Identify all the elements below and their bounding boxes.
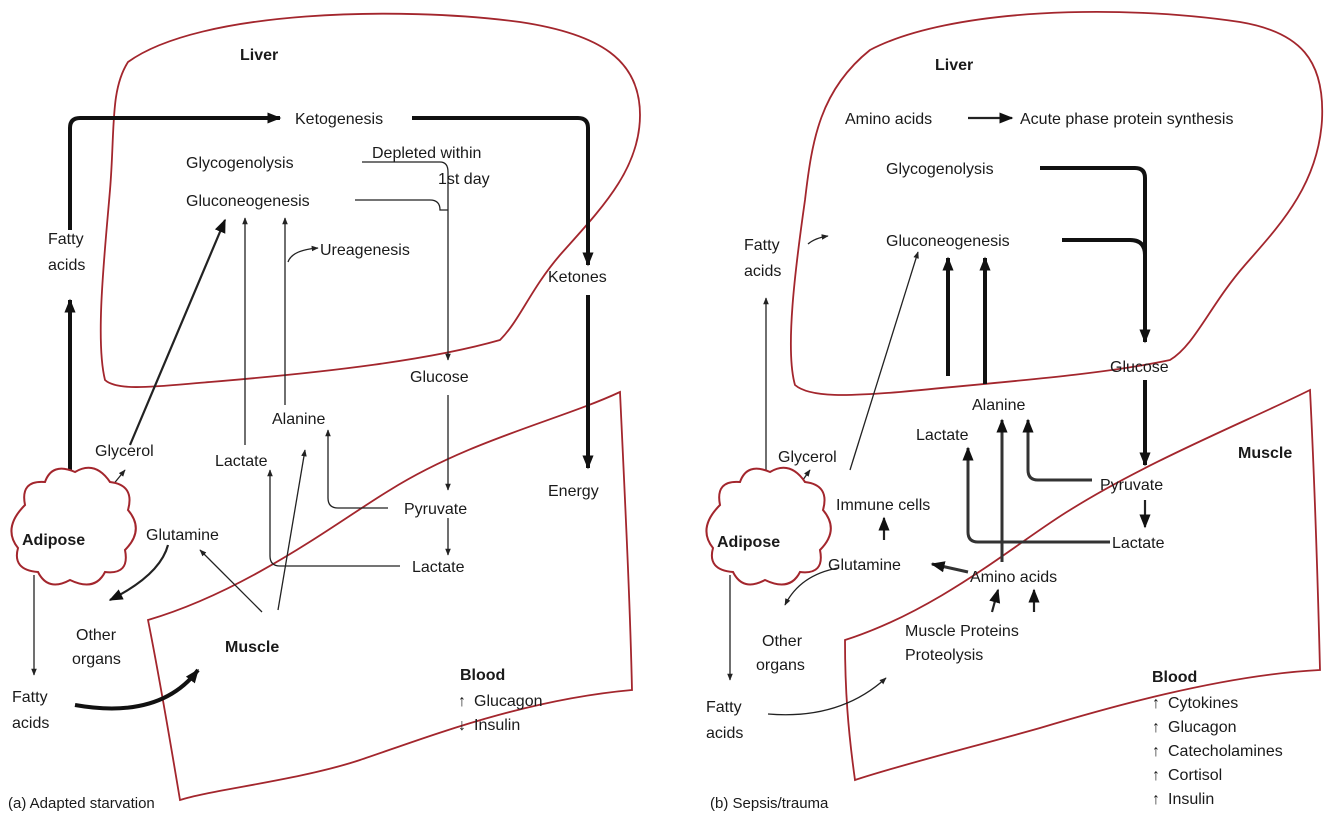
- bottom-fatty-label-b-2: acids: [706, 725, 743, 742]
- other-organs-label-b-1: Other: [762, 633, 803, 650]
- blood-label-a: Blood: [460, 667, 505, 684]
- lactate-left-label-a: Lactate: [215, 453, 268, 470]
- gluconeogenesis-label-a: Gluconeogenesis: [186, 193, 310, 210]
- arrow-lactate-to-lactate: [270, 470, 400, 566]
- muscle-label-b: Muscle: [1238, 445, 1292, 462]
- fatty-acids-label-a-1: Fatty: [48, 231, 84, 248]
- glutamine-label-a: Glutamine: [146, 527, 219, 544]
- glycogenolysis-label-b: Glycogenolysis: [886, 161, 994, 178]
- liver-label-a: Liver: [240, 47, 278, 64]
- blood-up-arrow-a: ↑: [458, 693, 466, 710]
- arrow-fatty-into-liver-b: [808, 236, 828, 244]
- amino-acids-label-b: Amino acids: [970, 569, 1057, 586]
- arrow-glycogenolysis-line: [362, 162, 448, 360]
- immune-cells-label: Immune cells: [836, 497, 930, 514]
- fatty-acids-label-b-1: Fatty: [744, 237, 780, 254]
- arrow-fatty-to-ketogenesis: [70, 118, 280, 230]
- alanine-label-a: Alanine: [272, 411, 325, 428]
- ketogenesis-label: Ketogenesis: [295, 111, 383, 128]
- arrow-fatty-to-muscle: [75, 670, 198, 708]
- muscle-proteins-label: Muscle Proteins: [905, 623, 1019, 640]
- ureagenesis-label: Ureagenesis: [320, 242, 410, 259]
- arrow-ketogenesis-to-ketones: [412, 118, 588, 265]
- blood-up-arrow-b-5: ↑: [1152, 791, 1160, 808]
- adipose-cloud-a: [11, 468, 135, 585]
- pyruvate-label-a: Pyruvate: [404, 501, 467, 518]
- depleted-label-2: 1st day: [438, 171, 490, 188]
- blood-down-arrow-a: ↓: [458, 717, 466, 734]
- glycogenolysis-label-a: Glycogenolysis: [186, 155, 294, 172]
- arrow-fatty-to-muscle-b: [768, 678, 886, 715]
- blood-up-arrow-b-4: ↑: [1152, 767, 1160, 784]
- other-organs-label-b-2: organs: [756, 657, 805, 674]
- depleted-label-1: Depleted within: [372, 145, 481, 162]
- glycerol-label-b: Glycerol: [778, 449, 837, 466]
- glucose-label-b: Glucose: [1110, 359, 1169, 376]
- gluconeogenesis-label-b: Gluconeogenesis: [886, 233, 1010, 250]
- arrow-glycerol-to-gluconeogenesis: [130, 220, 225, 445]
- blood-label-b: Blood: [1152, 669, 1197, 686]
- blood-item-b-5: Insulin: [1168, 791, 1214, 808]
- bottom-fatty-label-a-2: acids: [12, 715, 49, 732]
- arrow-muscle-to-alanine: [278, 450, 305, 610]
- other-organs-label-a-2: organs: [72, 651, 121, 668]
- arrow-glycogenolysis-to-glucose: [1040, 168, 1145, 342]
- blood-up-arrow-b-1: ↑: [1152, 695, 1160, 712]
- pyruvate-label-b: Pyruvate: [1100, 477, 1163, 494]
- fatty-acids-label-b-2: acids: [744, 263, 781, 280]
- arrow-glycerol-to-gluconeogenesis-b: [850, 252, 918, 470]
- adipose-cloud-b: [706, 468, 830, 585]
- muscle-label-a: Muscle: [225, 639, 279, 656]
- bottom-fatty-label-a-1: Fatty: [12, 689, 48, 706]
- arrow-gluconeogenesis-merge: [1062, 240, 1145, 255]
- glucose-label-a: Glucose: [410, 369, 469, 386]
- panel-b: Liver Amino acids Acute phase protein sy…: [706, 12, 1322, 812]
- blood-up-arrow-b-2: ↑: [1152, 719, 1160, 736]
- amino-acids-top-label: Amino acids: [845, 111, 932, 128]
- arrow-amino-to-glutamine-b: [932, 564, 968, 572]
- caption-b: (b) Sepsis/trauma: [710, 795, 829, 812]
- bottom-fatty-label-b-1: Fatty: [706, 699, 742, 716]
- adipose-label-a: Adipose: [22, 532, 85, 549]
- proteolysis-label: Proteolysis: [905, 647, 983, 664]
- arrow-lactate-return-b: [968, 448, 1110, 542]
- arrow-muscle-to-glutamine: [200, 550, 262, 612]
- arrow-pyruvate-to-alanine-b: [1028, 420, 1092, 480]
- fatty-acids-label-a-2: acids: [48, 257, 85, 274]
- caption-a: (a) Adapted starvation: [8, 795, 155, 812]
- ketones-label: Ketones: [548, 269, 607, 286]
- lactate-right-label-b: Lactate: [1112, 535, 1165, 552]
- adipose-label-b: Adipose: [717, 534, 780, 551]
- liver-outline-b: [791, 12, 1322, 395]
- blood-up-arrow-b-3: ↑: [1152, 743, 1160, 760]
- blood-item-b-2: Glucagon: [1168, 719, 1237, 736]
- energy-label: Energy: [548, 483, 599, 500]
- liver-label-b: Liver: [935, 57, 973, 74]
- alanine-label-b: Alanine: [972, 397, 1025, 414]
- blood-item-a-1: Glucagon: [474, 693, 543, 710]
- other-organs-label-a-1: Other: [76, 627, 117, 644]
- lactate-right-label-a: Lactate: [412, 559, 465, 576]
- panel-a: Liver Ketogenesis Glycogenolysis Deplete…: [8, 14, 640, 812]
- blood-item-b-4: Cortisol: [1168, 767, 1222, 784]
- blood-item-b-1: Cytokines: [1168, 695, 1238, 712]
- blood-item-b-3: Catecholamines: [1168, 743, 1283, 760]
- acute-phase-label: Acute phase protein synthesis: [1020, 111, 1233, 128]
- arrow-proteins-to-amino-1: [992, 590, 998, 612]
- glutamine-label-b: Glutamine: [828, 557, 901, 574]
- lactate-mid-label-b: Lactate: [916, 427, 969, 444]
- arrow-ureagenesis: [288, 248, 318, 262]
- glycerol-label-a: Glycerol: [95, 443, 154, 460]
- blood-item-a-2: Insulin: [474, 717, 520, 734]
- arrow-gluconeogenesis-line: [355, 200, 448, 210]
